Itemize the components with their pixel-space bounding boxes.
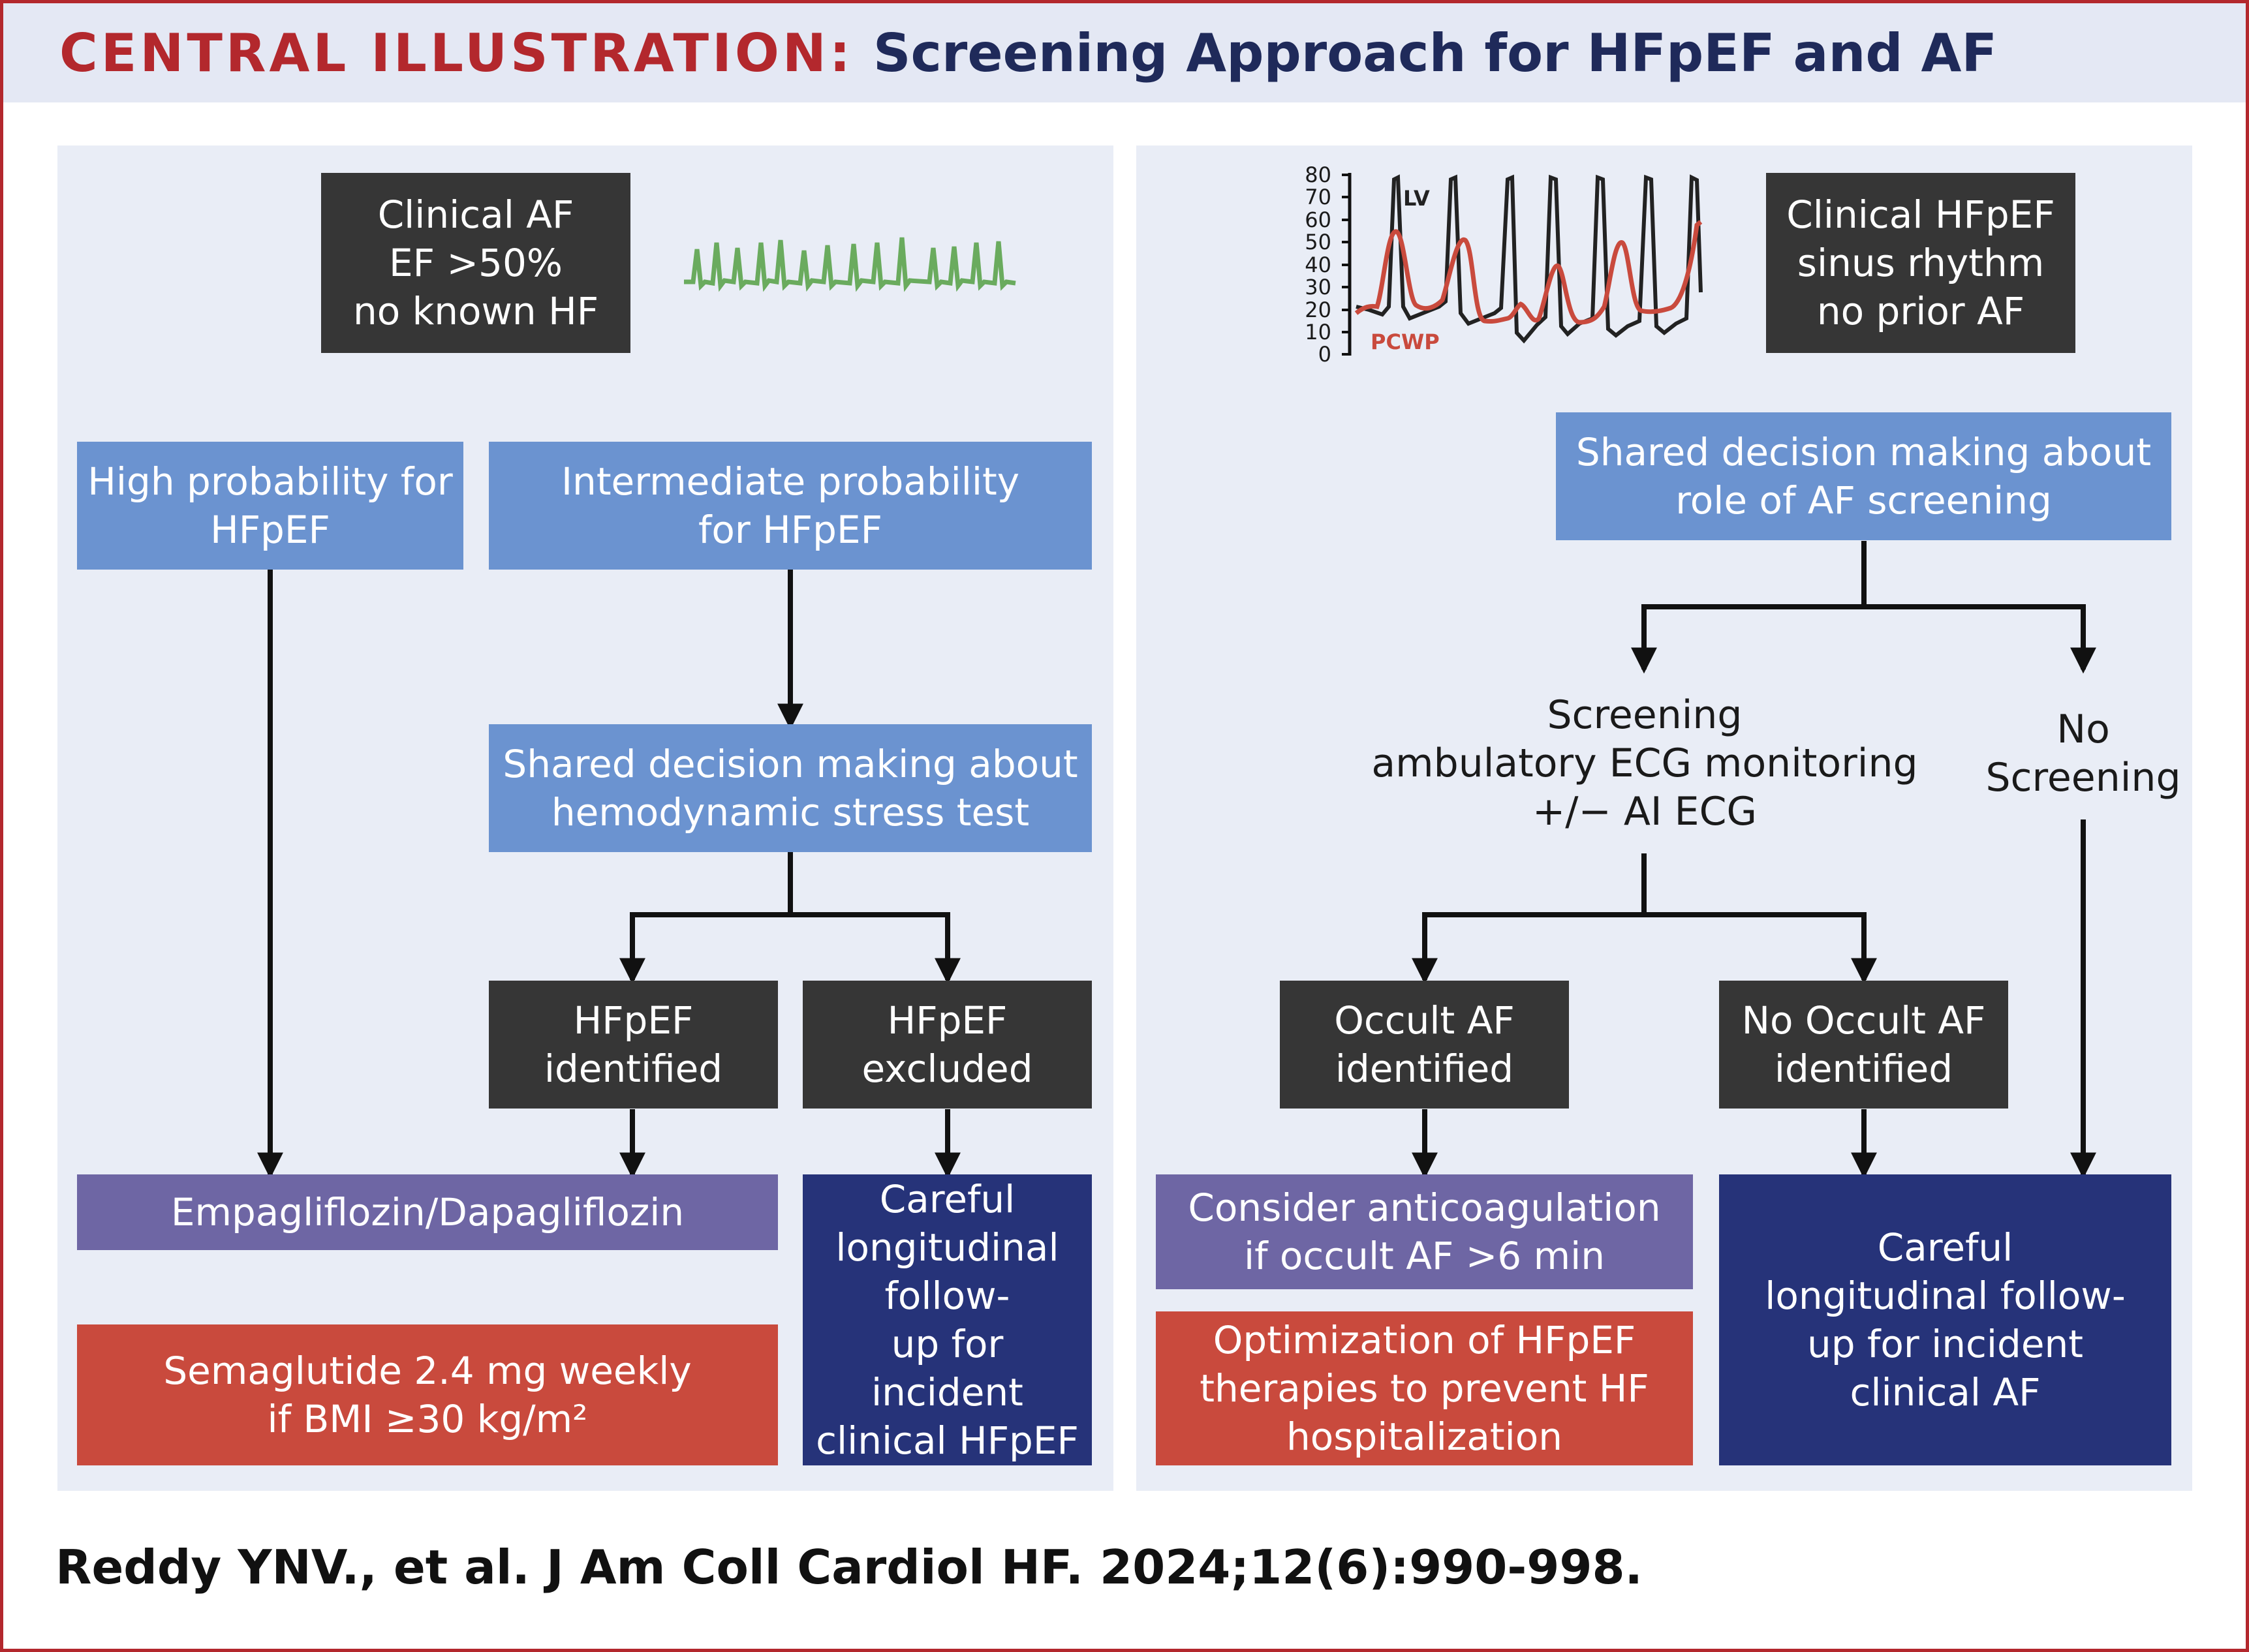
empagliflozin-box: Empagliflozin/Dapagliflozin (77, 1174, 778, 1250)
af-followup-box: Careful longitudinal follow- up for inci… (1719, 1174, 2171, 1465)
semaglutide-box: Semaglutide 2.4 mg weekly if BMI ≥30 kg/… (77, 1324, 778, 1465)
shared-decision-af-screening-box: Shared decision making about role of AF … (1556, 412, 2171, 540)
y-tick-0: 0 (1318, 342, 1331, 367)
hfpef-excluded-box: HFpEF excluded (803, 981, 1092, 1109)
header-bar: CENTRAL ILLUSTRATION: Screening Approach… (3, 3, 2246, 102)
hfpef-followup-box: Careful longitudinal follow- up for inci… (803, 1174, 1092, 1465)
central-illustration-label: CENTRAL ILLUSTRATION: (59, 22, 854, 84)
branch-shared-decision (632, 852, 948, 917)
optimization-hfpef-therapies-box: Optimization of HFpEF therapies to preve… (1156, 1311, 1693, 1465)
y-tick-80: 80 (1305, 162, 1331, 187)
citation: Reddy YNV., et al. J Am Coll Cardiol HF.… (55, 1540, 1643, 1595)
ecg-strip (684, 237, 1016, 292)
clinical-af-start-box: Clinical AF EF >50% no known HF (321, 173, 630, 353)
anticoagulation-box: Consider anticoagulation if occult AF >6… (1156, 1174, 1693, 1289)
figure-title: Screening Approach for HFpEF and AF (873, 22, 1998, 84)
y-tick-20: 20 (1305, 298, 1331, 322)
y-tick-10: 10 (1305, 320, 1331, 344)
pcwp-trace (1354, 220, 1703, 325)
screening-text: Screening ambulatory ECG monitoring +/− … (1371, 692, 1918, 834)
pcwp-label: PCWP (1371, 329, 1440, 354)
lv-label: LV (1403, 186, 1430, 211)
occult-af-identified-box: Occult AF identified (1280, 981, 1569, 1109)
y-tick-30: 30 (1305, 275, 1331, 299)
no-screening-text: No Screening (1985, 707, 2181, 801)
shared-decision-stress-test-box: Shared decision making about hemodynamic… (489, 724, 1092, 852)
intermediate-probability-hfpef-box: Intermediate probability for HFpEF (489, 442, 1092, 570)
y-tick-50: 50 (1305, 230, 1331, 254)
high-probability-hfpef-box: High probability for HFpEF (77, 442, 463, 570)
y-tick-60: 60 (1305, 207, 1331, 232)
y-tick-40: 40 (1305, 252, 1331, 277)
branch-af-screening (1644, 541, 2083, 609)
clinical-hfpef-start-box: Clinical HFpEF sinus rhythm no prior AF (1766, 173, 2075, 353)
y-tick-70: 70 (1305, 185, 1331, 209)
branch-screening-result (1425, 853, 1864, 917)
hfpef-identified-box: HFpEF identified (489, 981, 778, 1109)
lv-pressure-trace (1356, 174, 1703, 344)
no-occult-af-identified-box: No Occult AF identified (1719, 981, 2008, 1109)
pressure-chart: 80 70 60 50 40 30 20 10 0 LV PCWP (1305, 162, 1703, 367)
